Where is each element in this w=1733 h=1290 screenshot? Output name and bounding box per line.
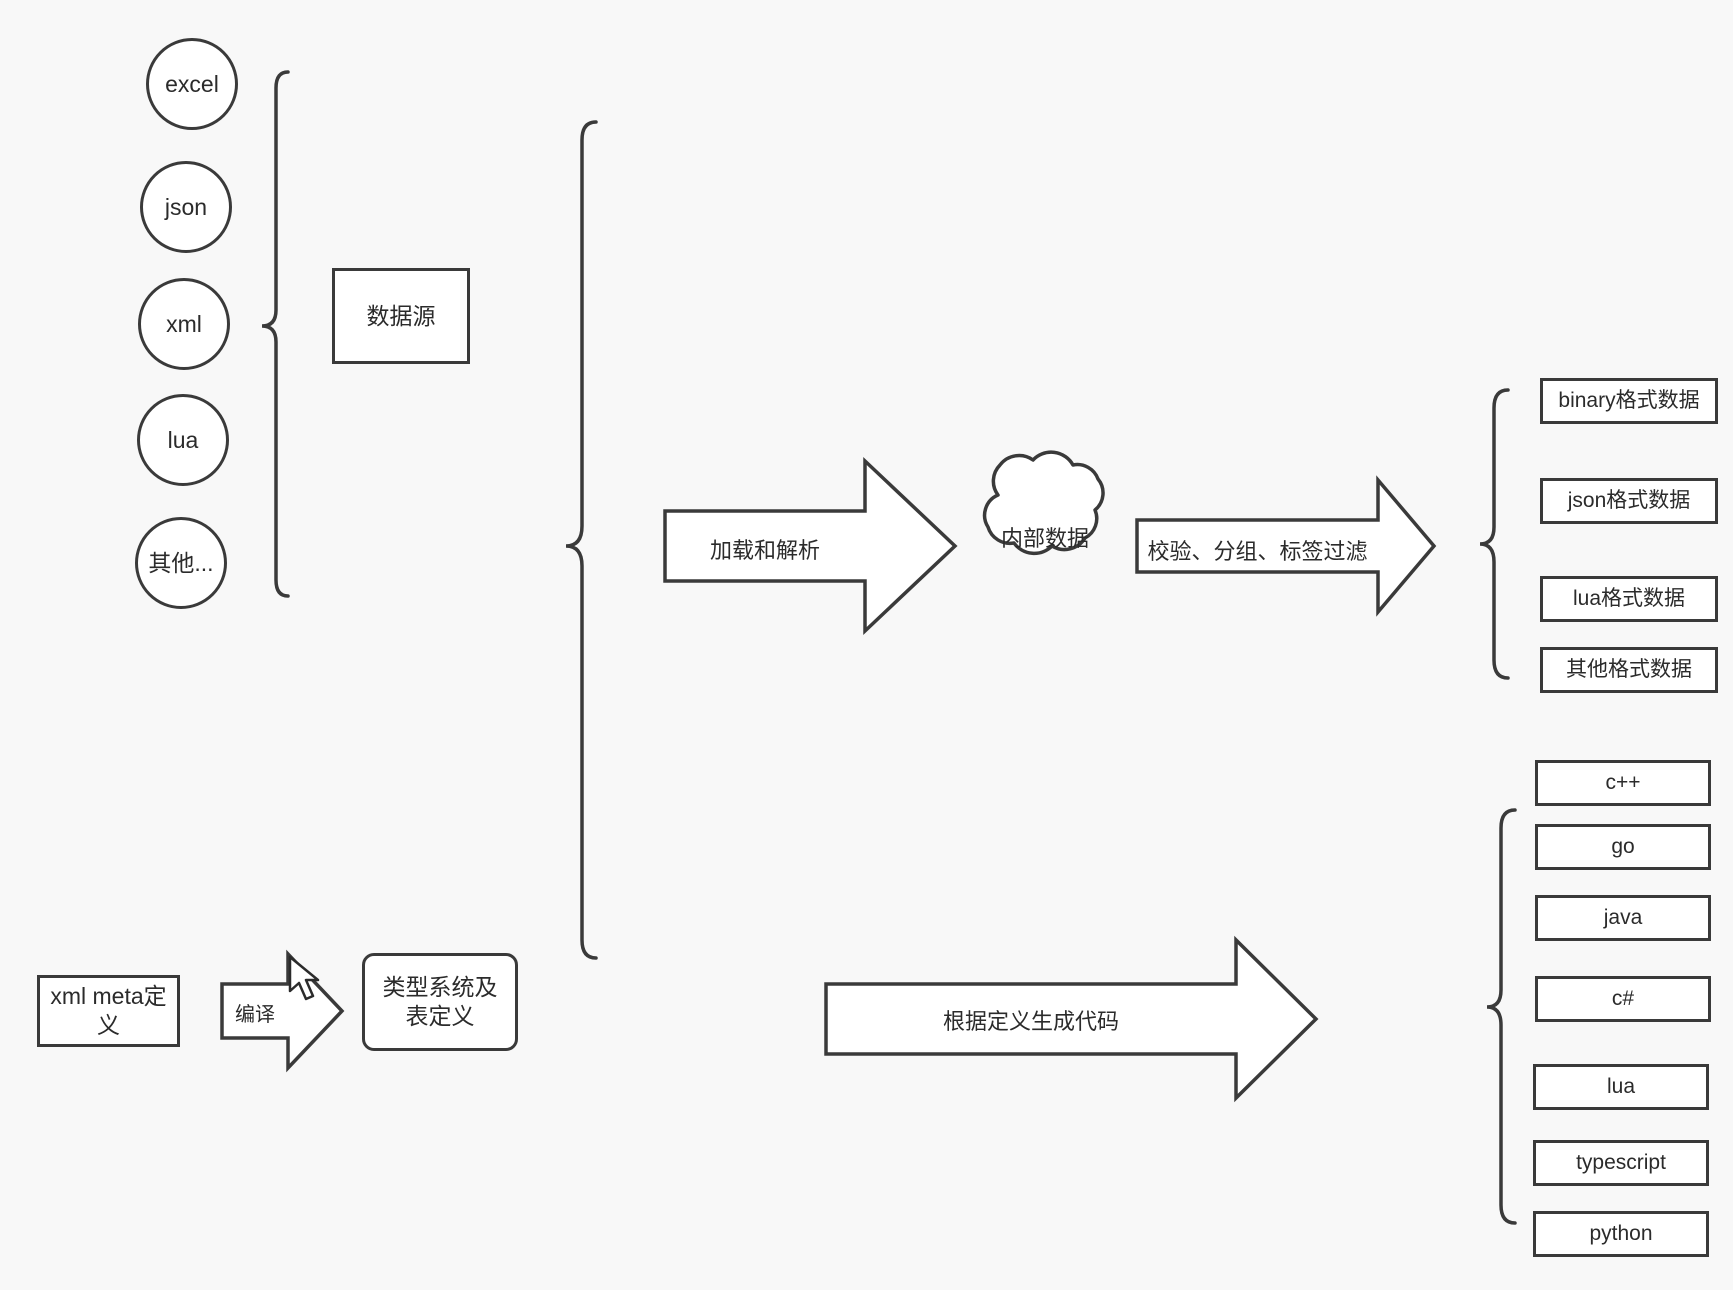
output-format-label: 其他格式数据: [1566, 657, 1692, 681]
source-node-lua[interactable]: lua: [137, 394, 229, 486]
output-language-label: c#: [1611, 986, 1635, 1010]
internal-data-cloud-shape: [982, 450, 1105, 556]
xml-meta-definition-box[interactable]: xml meta定义: [37, 975, 180, 1047]
load-parse-arrow-label: 加载和解析: [709, 538, 820, 563]
output-language-python[interactable]: python: [1533, 1211, 1709, 1257]
codegen-arrow-label: 根据定义生成代码: [942, 1009, 1119, 1034]
type-system-box[interactable]: 类型系统及表定义: [362, 953, 518, 1051]
output-format-label: lua格式数据: [1572, 586, 1686, 610]
mouse-pointer-icon: [288, 955, 320, 1001]
output-language-typescript[interactable]: typescript: [1533, 1140, 1709, 1186]
output-language-label: go: [1611, 834, 1635, 858]
codegen-arrow-shape: [824, 935, 1319, 1103]
source-node-label: json: [164, 193, 208, 220]
output-format-lua[interactable]: lua格式数据: [1540, 576, 1718, 622]
output-format-other[interactable]: 其他格式数据: [1540, 647, 1718, 693]
source-node-label: excel: [165, 70, 219, 97]
source-node-xml[interactable]: xml: [138, 278, 230, 370]
output-language-lua[interactable]: lua: [1533, 1064, 1709, 1110]
load-parse-arrow-shape: [663, 456, 958, 636]
output-language-label: c++: [1605, 770, 1641, 794]
xml-meta-definition-label: xml meta定义: [50, 983, 167, 1038]
filter-arrow-label: 校验、分组、标签过滤: [1147, 539, 1368, 564]
output-language-java[interactable]: java: [1535, 895, 1711, 941]
compile-arrow-label: 编译: [235, 1004, 275, 1026]
compile-arrow-shape: [220, 949, 345, 1073]
source-node-json[interactable]: json: [140, 161, 232, 253]
source-brace: [261, 70, 290, 598]
output-language-csharp[interactable]: c#: [1535, 976, 1711, 1022]
source-node-excel[interactable]: excel: [146, 38, 238, 130]
output-format-json[interactable]: json格式数据: [1540, 478, 1718, 524]
source-node-label: 其他...: [148, 549, 214, 576]
output-language-label: typescript: [1576, 1150, 1666, 1174]
type-system-label: 类型系统及表定义: [382, 974, 498, 1029]
output-format-label: binary格式数据: [1558, 388, 1700, 412]
output-language-label: java: [1603, 905, 1643, 929]
output-language-label: python: [1589, 1221, 1653, 1245]
source-node-label: xml: [166, 310, 202, 337]
language-brace: [1486, 808, 1517, 1225]
output-language-label: lua: [1606, 1074, 1636, 1098]
source-node-label: lua: [167, 426, 199, 453]
internal-data-label: 内部数据: [1000, 526, 1089, 551]
data-source-box[interactable]: 数据源: [332, 268, 470, 364]
source-node-other[interactable]: 其他...: [135, 517, 227, 609]
format-brace: [1479, 388, 1510, 680]
output-format-label: json格式数据: [1567, 488, 1691, 512]
input-brace: [565, 120, 598, 960]
output-language-go[interactable]: go: [1535, 824, 1711, 870]
filter-arrow-shape: [1135, 475, 1437, 617]
output-language-cpp[interactable]: c++: [1535, 760, 1711, 806]
data-source-label: 数据源: [366, 302, 436, 329]
output-format-binary[interactable]: binary格式数据: [1540, 378, 1718, 424]
